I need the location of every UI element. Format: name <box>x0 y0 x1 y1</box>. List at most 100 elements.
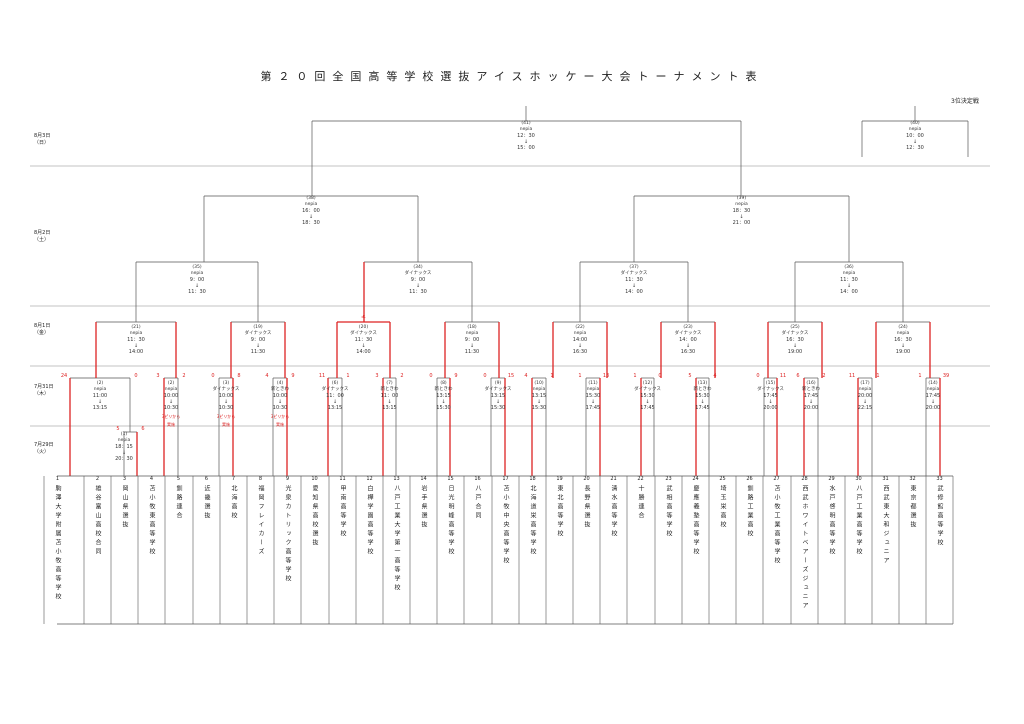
match-sep: ↓ <box>846 283 852 289</box>
match-start: 9：00 <box>250 337 266 343</box>
match-sep: ↓ <box>308 214 314 220</box>
team-number: 31 <box>882 476 889 482</box>
match-end: 16:30 <box>572 349 588 355</box>
date-label-jul31: 7月31日（木） <box>34 384 54 397</box>
score: 1 <box>876 373 880 379</box>
team-column: 31 西武東大和ジュニア <box>872 476 899 624</box>
match-end: 17:45 <box>585 405 601 411</box>
match-end: 14:00 <box>128 349 144 355</box>
match-end: 15：00 <box>517 145 535 151</box>
match-start: 16：30 <box>786 337 804 343</box>
match-end: 10:30 <box>218 405 234 411</box>
match-no: (10) <box>534 381 544 386</box>
match-start: 11：30 <box>840 277 858 283</box>
match-sep: ↓ <box>133 343 139 349</box>
match-end: 15:30 <box>490 405 506 411</box>
match-start: 12：30 <box>517 133 535 139</box>
team-name: 雄谷富山高校合同 <box>94 485 101 557</box>
match-sep: ↓ <box>685 343 691 349</box>
score: 2 <box>822 373 826 379</box>
team-number: 5 <box>176 476 181 482</box>
team-name: 東京都選抜 <box>909 485 916 530</box>
team-name: 岩手県選抜 <box>420 485 427 530</box>
match-venue: nepia <box>858 387 872 392</box>
team-number: 20 <box>583 476 590 482</box>
match-no: (37) <box>629 265 639 270</box>
score: 4 <box>713 373 717 379</box>
score: 5 <box>116 426 120 432</box>
match-venue: 新ときわ <box>434 387 453 392</box>
match-sep: ↓ <box>469 343 475 349</box>
match-venue: nepia <box>842 271 856 276</box>
match-no: (22) <box>575 325 585 330</box>
match-sep: ↓ <box>277 399 283 405</box>
team-name: 苫小牧工業高等学校 <box>773 485 780 566</box>
match-venue: nepia <box>532 387 546 392</box>
match-venue: ダイナックス <box>350 331 377 336</box>
match-sep: ↓ <box>415 283 421 289</box>
match-start: 17:45 <box>803 393 819 399</box>
team-name: 釧路工業高校 <box>746 485 753 539</box>
team-number: 15 <box>447 476 454 482</box>
match-venue: ダイナックス <box>620 271 648 276</box>
match-start: 9：00 <box>410 277 426 283</box>
team-name: 福岡フレイカーズ <box>257 485 264 557</box>
team-name: 苫小牧東高等学校 <box>148 485 155 557</box>
score: 11 <box>848 373 856 379</box>
team-name: 東北高等学校 <box>556 485 563 539</box>
match-start: 18：15 <box>115 444 133 450</box>
match-end: 20:00 <box>925 405 941 411</box>
score: 0 <box>658 373 662 379</box>
team-number: 33 <box>936 476 943 482</box>
match-sep: ↓ <box>223 399 229 405</box>
match-end: 20：30 <box>115 456 133 462</box>
match-venue: ダイナックス <box>212 387 240 392</box>
match-sep: ↓ <box>768 399 773 405</box>
team-number: 21 <box>610 476 617 482</box>
match-note: 3ピリから <box>161 414 181 419</box>
match-end: 20:00 <box>763 405 778 411</box>
match-venue: nepia <box>896 331 910 336</box>
match-end: 14:00 <box>356 349 371 355</box>
match-end: 17:45 <box>640 405 655 411</box>
match-no: (24) <box>898 325 908 330</box>
team-name: 西武東大和ジュニア <box>882 485 889 566</box>
match-note: 3ピリから <box>216 414 236 419</box>
match-start: 13:15 <box>490 393 506 399</box>
team-number: 22 <box>637 476 644 482</box>
match-end: 19:00 <box>895 349 911 355</box>
date-label-aug1: 8月1日（金） <box>34 323 51 336</box>
match-sep: ↓ <box>862 399 868 405</box>
match-venue: nepia <box>519 127 533 132</box>
team-name: 八戸合同 <box>474 485 481 521</box>
team-number: 27 <box>773 476 780 482</box>
match-venue: ダイナックス <box>674 331 702 336</box>
match-no: (20) <box>358 325 369 330</box>
team-name: 甲南高等学校 <box>339 485 346 539</box>
match-end: 17:45 <box>695 405 710 411</box>
match-end: 15:30 <box>436 405 451 411</box>
score: 1 <box>633 373 637 379</box>
score: 0 <box>211 373 215 379</box>
